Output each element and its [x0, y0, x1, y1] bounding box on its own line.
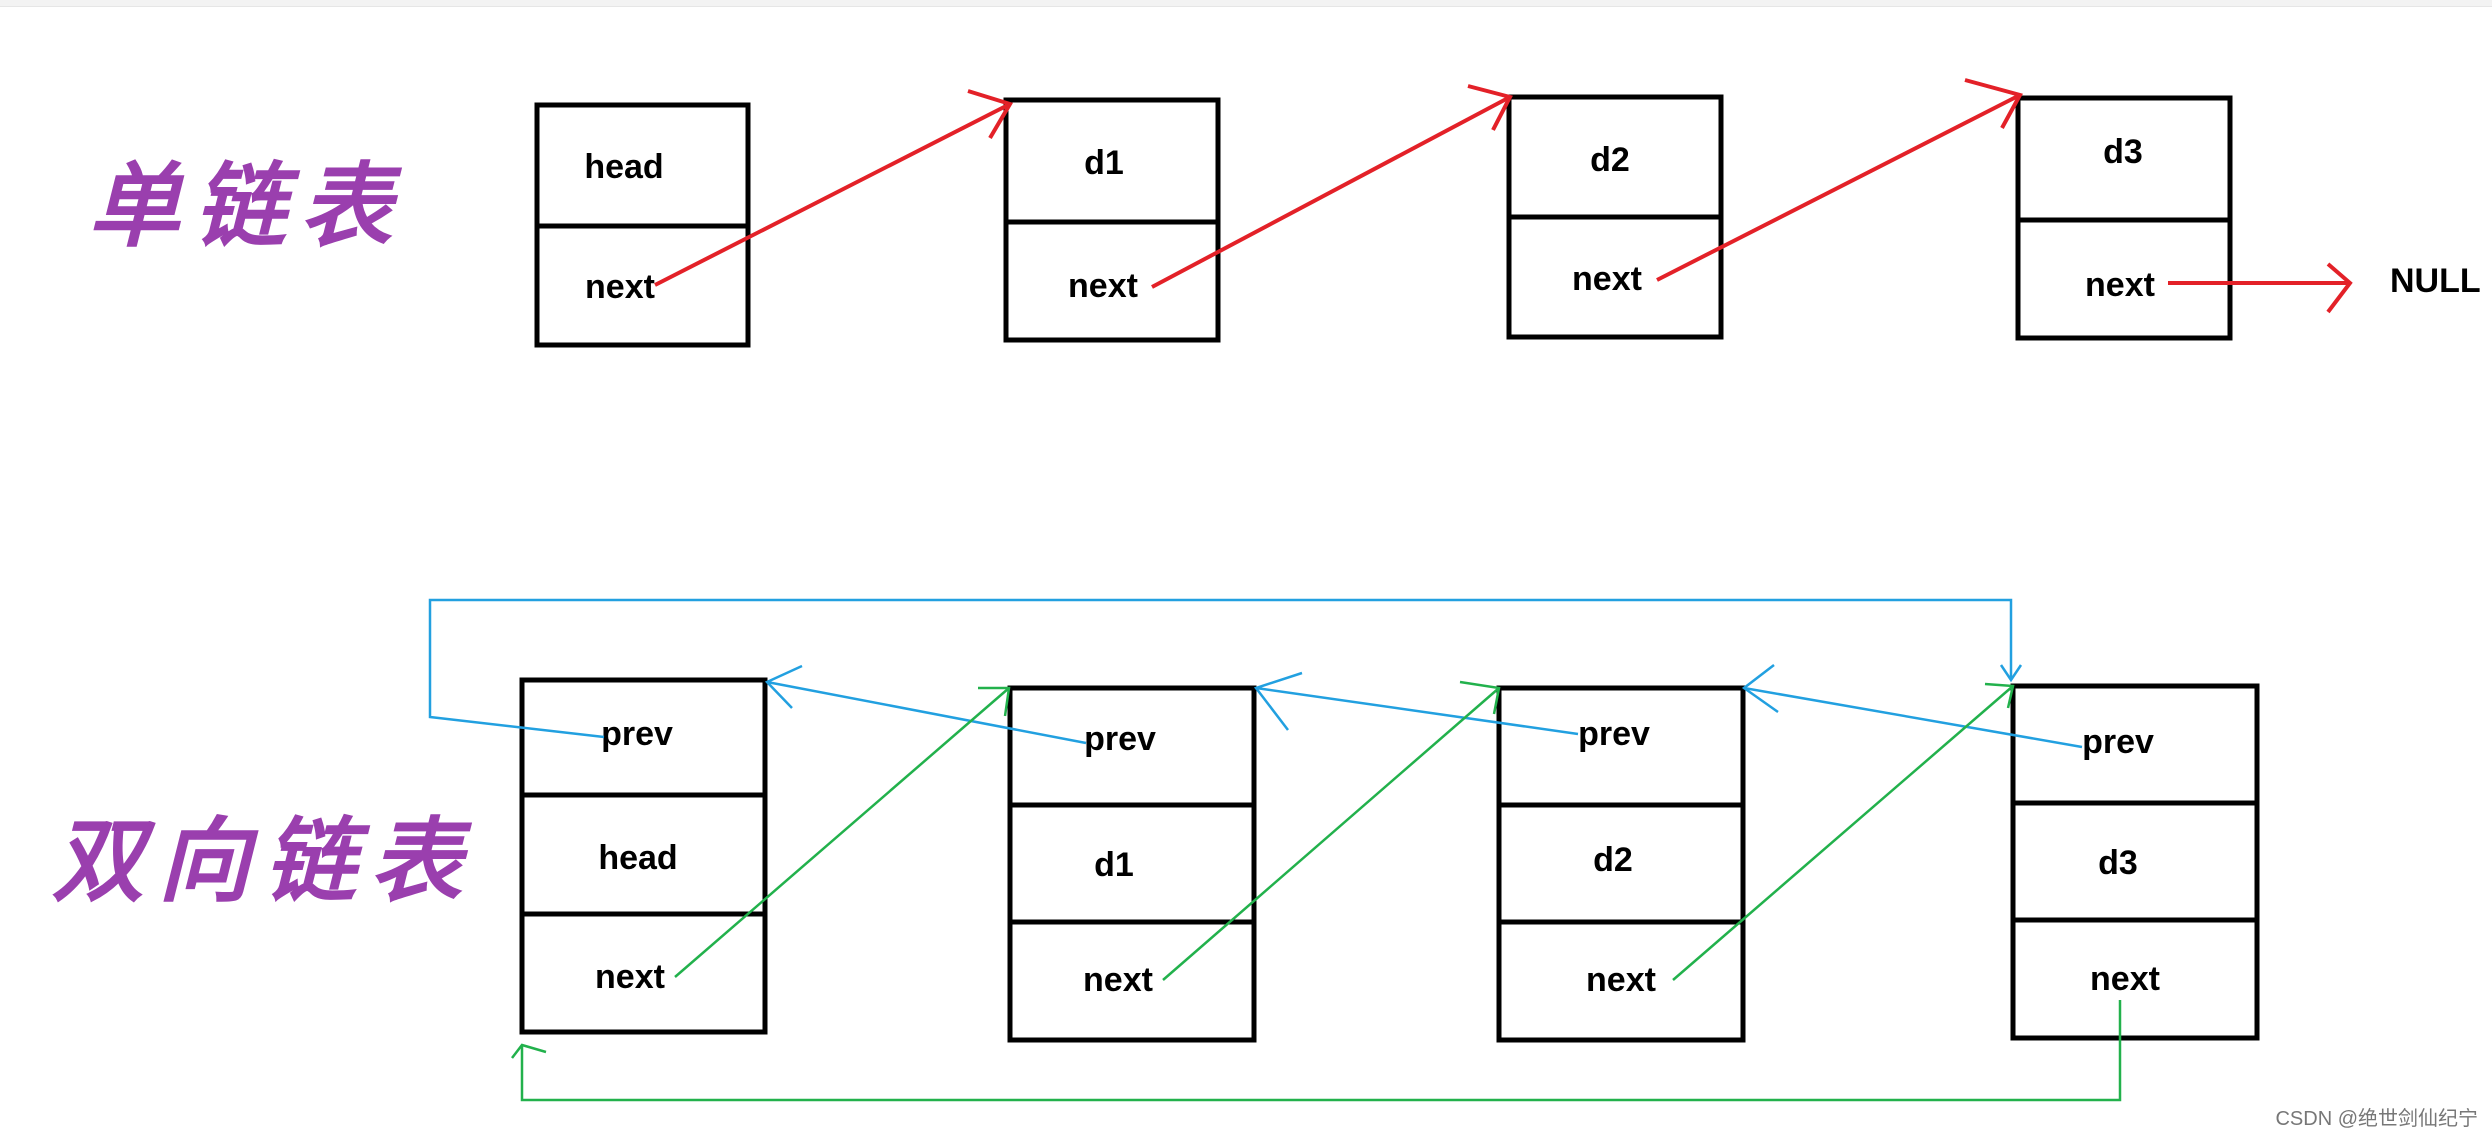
double-node-head-next: next — [595, 958, 665, 996]
single-node-d1-label: d1 — [1084, 144, 1124, 182]
double-prev-wrap-arrow — [428, 598, 2023, 739]
double-node-d3-prev: prev — [2082, 723, 2154, 761]
double-node-d3-next: next — [2090, 960, 2160, 998]
double-node-d2: prev d2 next — [1496, 685, 1746, 1043]
single-next-arrow-3 — [1656, 78, 2023, 282]
top-border — [0, 0, 2492, 7]
single-node-d3-label: d3 — [2103, 133, 2143, 171]
double-next-arrow-3 — [1672, 682, 2015, 981]
double-node-d3-label: d3 — [2098, 844, 2138, 882]
single-next-arrow-1 — [654, 89, 1014, 287]
double-node-d2-prev: prev — [1578, 715, 1650, 753]
single-node-head: head next — [534, 102, 751, 348]
single-node-d2-next: next — [1572, 260, 1642, 298]
single-next-arrow-null — [2168, 262, 2353, 314]
double-node-d1-label: d1 — [1094, 846, 1134, 884]
singly-linked-list-title: 单链表 — [88, 152, 406, 260]
single-node-d1-next: next — [1068, 267, 1138, 305]
csdn-watermark: CSDN @绝世剑仙纪宁 — [2275, 1107, 2478, 1130]
single-node-d3-next: next — [2085, 266, 2155, 304]
double-node-head-label: head — [598, 839, 677, 877]
single-node-d2-label: d2 — [1590, 141, 1630, 179]
double-node-d3: prev d3 next — [2010, 683, 2260, 1041]
double-next-wrap-arrow — [511, 1000, 2122, 1102]
single-node-head-next: next — [585, 268, 655, 306]
double-prev-arrow-1 — [764, 664, 1087, 745]
single-node-d2: d2 next — [1506, 94, 1724, 340]
double-node-d2-label: d2 — [1593, 841, 1633, 879]
double-node-head: prev head next — [519, 677, 768, 1035]
single-node-d3: d3 next — [2015, 95, 2233, 341]
double-node-d1: prev d1 next — [1007, 685, 1257, 1043]
double-node-head-prev: prev — [601, 715, 673, 753]
double-node-d2-next: next — [1586, 961, 1656, 999]
double-next-arrow-2 — [1162, 680, 1501, 981]
double-node-d1-next: next — [1083, 961, 1153, 999]
single-node-d1: d1 next — [1003, 97, 1221, 343]
double-next-arrow-1 — [674, 686, 1011, 978]
null-terminal: NULL — [2390, 262, 2481, 300]
single-node-head-label: head — [584, 148, 663, 186]
double-node-d1-prev: prev — [1084, 720, 1156, 758]
double-prev-arrow-2 — [1253, 671, 1579, 736]
doubly-linked-list-title: 双向链表 — [52, 807, 476, 915]
double-prev-arrow-3 — [1741, 664, 2083, 749]
single-next-arrow-2 — [1151, 84, 1513, 289]
